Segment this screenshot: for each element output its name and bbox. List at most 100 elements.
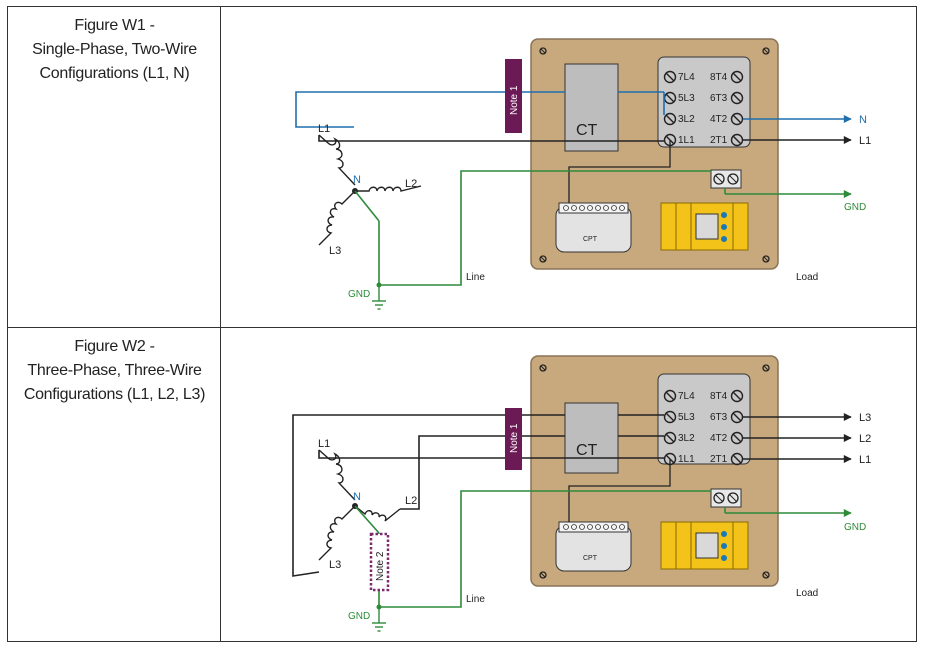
terminal-screw-icon — [730, 133, 744, 147]
current-transformer — [564, 63, 619, 152]
indicator-led-icon — [721, 212, 727, 218]
cpt-terminal-strip — [558, 521, 629, 533]
terminal-screw-icon — [730, 410, 744, 424]
indicator-led-icon — [721, 555, 727, 561]
cpt-terminal-screws — [563, 524, 625, 530]
terminal-screw-icon — [730, 452, 744, 466]
note-1-marker — [505, 408, 522, 470]
line-l3-wire — [292, 414, 565, 577]
figure-label-cell: Figure W1 - Single-Phase, Two-Wire Confi… — [8, 7, 221, 327]
line-l1-wire — [318, 450, 664, 459]
terminal-screw-icon — [713, 173, 725, 185]
output-label-n: N — [859, 114, 867, 126]
current-transformer — [564, 402, 619, 474]
terminal-label: 6T3 — [710, 93, 728, 104]
terminal-screw-icon — [730, 389, 744, 403]
note-2-label: Note 2 — [375, 551, 386, 581]
source-label-l2: L2 — [405, 495, 417, 507]
figure-row-w2: Figure W2 - Three-Phase, Three-Wire Conf… — [8, 328, 916, 641]
wiring-diagram-w2: CT 7L4 5L3 3L2 1L1 8T4 6T3 4T2 2T1 — [292, 355, 871, 632]
load-label: Load — [796, 272, 818, 283]
terminal-label: 8T4 — [710, 72, 728, 83]
indicator-led-icon — [721, 236, 727, 242]
terminal-label: 3L2 — [678, 114, 695, 125]
terminal-label: 3L2 — [678, 433, 695, 444]
line-l1-wire — [318, 135, 664, 142]
panel-screw-icon — [539, 47, 547, 55]
ct-label: CT — [576, 122, 598, 139]
wye-source-windings — [318, 449, 401, 561]
figure-title-line: Figure W1 - — [74, 17, 155, 34]
ground-terminal — [710, 169, 742, 189]
terminal-screw-icon — [727, 173, 739, 185]
terminal-label: 2T1 — [710, 454, 728, 465]
wiring-diagram-cell: CT 7L4 5L3 3L2 1L1 8T4 6T3 4T2 2T1 — [221, 7, 916, 327]
cpt-lead-wire — [568, 459, 671, 522]
figure-title-line: Single-Phase, Two-Wire — [32, 41, 197, 58]
figure-table: Figure W1 - Single-Phase, Two-Wire Confi… — [7, 6, 917, 642]
ground-terminal — [710, 488, 742, 508]
terminal-label: 7L4 — [678, 391, 695, 402]
ground-symbol-icon — [372, 622, 386, 632]
source-label-l2: L2 — [405, 178, 417, 190]
terminal-label: 8T4 — [710, 391, 728, 402]
figure-title: Figure W1 - Single-Phase, Two-Wire Confi… — [8, 14, 221, 86]
panel-screw-icon — [762, 571, 770, 579]
terminal-screw-icon — [730, 431, 744, 445]
cpt-label: CPT — [583, 236, 598, 243]
output-label-l2: L2 — [859, 433, 871, 445]
panel-screw-icon — [762, 364, 770, 372]
terminal-screw-icon — [663, 112, 677, 126]
cpt-terminal-strip — [558, 202, 629, 214]
terminal-screw-icon — [663, 389, 677, 403]
source-label-gnd: GND — [348, 289, 370, 300]
terminal-label: 2T1 — [710, 135, 728, 146]
note-1-label: Note 1 — [509, 423, 520, 453]
terminal-screw-icon — [663, 431, 677, 445]
output-label-l1: L1 — [859, 454, 871, 466]
load-label: Load — [796, 588, 818, 599]
terminal-screw-icon — [713, 492, 725, 504]
indicator-led-icon — [721, 224, 727, 230]
terminal-screw-icon — [663, 70, 677, 84]
indicator-led-icon — [721, 543, 727, 549]
terminal-label: 1L1 — [678, 135, 695, 146]
figure-title-line: Figure W2 - — [74, 338, 155, 355]
output-label-gnd: GND — [844, 202, 866, 213]
terminal-screw-icon — [663, 410, 677, 424]
output-label-gnd: GND — [844, 522, 866, 533]
terminal-screw-icon — [730, 70, 744, 84]
ground-wire — [379, 490, 711, 608]
source-label-n: N — [353, 491, 361, 503]
module-window — [695, 532, 719, 559]
control-power-transformer — [555, 206, 632, 253]
output-label-l3: L3 — [859, 412, 871, 424]
terminal-label: 5L3 — [678, 93, 695, 104]
panel-screw-icon — [762, 47, 770, 55]
source-label-l1: L1 — [318, 123, 330, 135]
line-l2-wire — [400, 435, 565, 510]
terminal-label: 4T2 — [710, 433, 728, 444]
ct-label: CT — [576, 442, 598, 459]
control-power-transformer — [555, 525, 632, 572]
source-label-l3: L3 — [329, 559, 341, 571]
panel-screw-icon — [762, 255, 770, 263]
figure-title: Figure W2 - Three-Phase, Three-Wire Conf… — [8, 335, 221, 407]
cpt-lead-wire — [568, 140, 671, 203]
panel-screw-icon — [539, 364, 547, 372]
figure-row-w1: Figure W1 - Single-Phase, Two-Wire Confi… — [8, 7, 916, 328]
terminal-screw-icon — [727, 492, 739, 504]
ground-symbol-icon — [372, 300, 386, 310]
terminal-label: 1L1 — [678, 454, 695, 465]
cpt-label: CPT — [583, 555, 598, 562]
figure-title-line: Configurations (L1, L2, L3) — [23, 386, 206, 403]
note-1-label: Note 1 — [509, 85, 520, 115]
module-window — [695, 213, 719, 240]
ground-wire — [379, 170, 711, 286]
terminal-block — [657, 56, 751, 148]
terminal-screw-icon — [730, 91, 744, 105]
figure-label-cell: Figure W2 - Three-Phase, Three-Wire Conf… — [8, 328, 221, 641]
figure-title-line: Configurations (L1, N) — [39, 65, 190, 82]
wiring-diagram-cell: CT 7L4 5L3 3L2 1L1 8T4 6T3 4T2 2T1 — [221, 328, 916, 641]
indicator-led-icon — [721, 531, 727, 537]
